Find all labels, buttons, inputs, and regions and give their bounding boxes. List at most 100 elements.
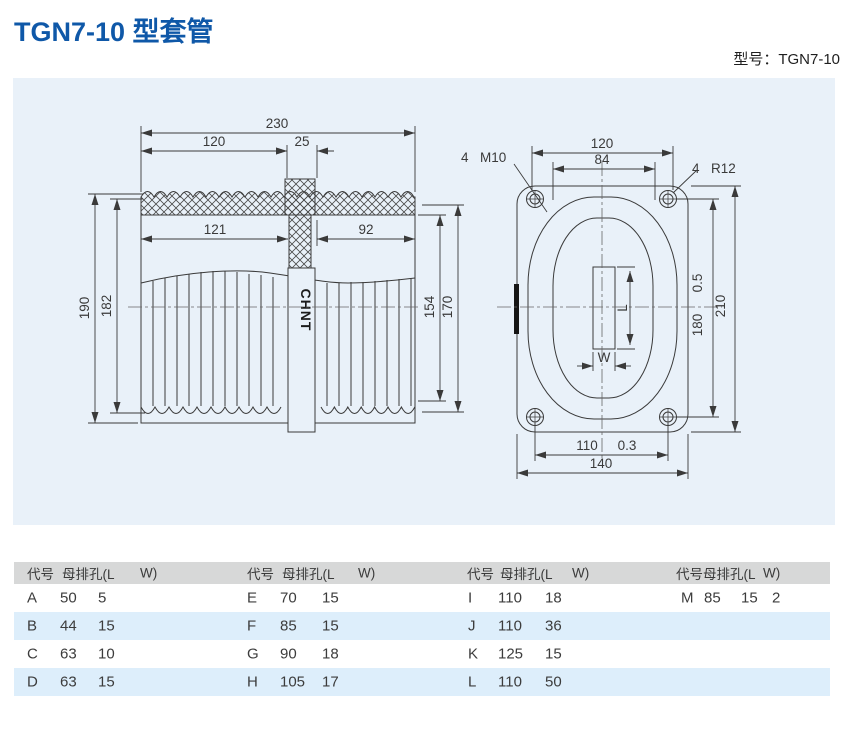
table-cell: E	[247, 589, 258, 607]
table-cell: C	[27, 645, 38, 663]
brand-logo: CHNT	[298, 289, 314, 332]
table-cell: 18	[322, 645, 339, 663]
header-code: 代号	[676, 567, 703, 582]
side-view-drawing: CHNT	[128, 178, 420, 433]
corrugation-left	[140, 405, 282, 414]
side-tab	[514, 284, 519, 334]
table-cell: 15	[322, 617, 339, 635]
r12-qty-label: 4	[692, 161, 700, 176]
technical-drawing-svg: CHNT 230 120	[77, 116, 741, 479]
header-w: W)	[763, 565, 781, 581]
mounting-hole	[659, 190, 677, 208]
table-cell: J	[468, 617, 476, 635]
table-header-row: 代号 母排孔(L W) 代号 母排孔(L W) 代号 母排孔(L W) 代号 母…	[14, 562, 830, 584]
dim-body-height: 182	[99, 295, 114, 318]
table-cell: 2	[772, 589, 781, 607]
model-label: 型号：TGN7-10	[733, 51, 840, 68]
r12-label: R12	[711, 161, 736, 176]
table-cell: 10	[98, 645, 115, 663]
table-cell: 18	[545, 589, 562, 607]
dim-front-total-height: 210	[713, 295, 728, 318]
table-cell: D	[27, 673, 38, 691]
header-hole: 母排孔(L	[500, 567, 553, 582]
table-cell: 15	[98, 617, 115, 635]
dim-slot-width: W	[598, 350, 611, 365]
table-cell: 5	[98, 589, 107, 607]
table-cell: 50	[545, 673, 562, 691]
table-cell: 17	[322, 673, 339, 691]
body-outline	[140, 215, 416, 424]
body-ribs-right	[326, 278, 412, 406]
dim-oval-width: 84	[594, 152, 610, 167]
table-cell: 70	[280, 589, 297, 607]
corrugation-right	[320, 405, 416, 414]
table-cell: 110	[498, 673, 522, 691]
table-cell: I	[468, 589, 473, 607]
drawing-panel: CHNT 230 120	[13, 78, 835, 525]
body-ribs-left	[152, 271, 274, 406]
mounting-hole	[526, 408, 544, 426]
dim-hole-span-h: 110	[576, 438, 598, 453]
table-cell: 90	[280, 645, 297, 663]
dim-front-total-width: 140	[590, 456, 613, 471]
header-code: 代号	[27, 567, 54, 582]
dim-left-width: 120	[203, 134, 226, 149]
table-row: C 63 10 G 90 18 K 125 15	[14, 640, 830, 668]
header-code: 代号	[247, 567, 274, 582]
page-title: TGN7-10 型套管	[14, 17, 214, 47]
table-cell: 85	[280, 617, 297, 635]
front-view-dim-texts: 120 84 4 M10 4 R12 180 0.5 210 110 0.3 1…	[461, 136, 736, 471]
inner-oval	[552, 217, 654, 399]
m10-leader-line	[513, 163, 548, 213]
table-cell: 15	[545, 645, 562, 663]
dim-left-flange: 121	[204, 222, 227, 237]
table-cell: 44	[60, 617, 77, 635]
busbar-hole-table: 代号 母排孔(L W) 代号 母排孔(L W) 代号 母排孔(L W) 代号 母…	[14, 562, 830, 696]
table-cell: B	[27, 617, 38, 635]
conductor-cap	[284, 178, 316, 216]
dim-hole-span-h-tol: 0.3	[618, 438, 637, 453]
dim-total-width: 230	[266, 116, 289, 131]
header-hole: 母排孔(L	[62, 567, 115, 582]
header-code: 代号	[467, 567, 494, 582]
table-cell: G	[247, 645, 259, 663]
r12-leader-line	[672, 169, 698, 194]
m10-label: M10	[480, 150, 506, 165]
table-cell: 63	[60, 645, 77, 663]
table-cell: 15	[322, 589, 339, 607]
dim-slot-length: L	[615, 304, 630, 312]
table-cell: H	[247, 673, 258, 691]
mounting-hole	[659, 408, 677, 426]
body-top-edge	[140, 270, 416, 284]
flange-shed-profile	[140, 191, 416, 216]
outer-oval	[527, 196, 678, 420]
center-column	[287, 267, 316, 433]
conductor-column	[288, 214, 312, 269]
table-cell: 50	[60, 589, 77, 607]
dim-hole-span-v-tol: 0.5	[690, 274, 705, 293]
side-view-dim-texts: 230 120 25 121 92 190 182 154 170	[77, 116, 455, 319]
header-hole: 母排孔(L	[282, 567, 335, 582]
table-cell: 125	[498, 645, 524, 663]
table-cell: L	[468, 673, 477, 691]
table-cell: 105	[280, 673, 306, 691]
dim-total-height: 190	[77, 297, 92, 320]
table-cell: K	[468, 645, 479, 663]
front-view-dimensions	[513, 146, 741, 479]
table-cell: 110	[498, 589, 522, 607]
table-cell: 36	[545, 617, 562, 635]
side-view-dimensions	[88, 126, 464, 424]
dim-right-outer-height: 170	[440, 296, 455, 319]
dim-hole-span-v: 180	[690, 314, 705, 337]
mounting-hole	[526, 190, 544, 208]
table-cell: F	[247, 617, 257, 635]
table-cell: 15	[741, 589, 758, 607]
table-cell: 85	[704, 589, 721, 607]
dim-cap-width: 25	[294, 134, 309, 149]
header-w: W)	[140, 565, 158, 581]
dim-right-inner-height: 154	[422, 295, 437, 318]
dim-top-width: 120	[591, 136, 614, 151]
front-view-drawing	[497, 162, 722, 458]
table-row: B 44 15 F 85 15 J 110 36	[14, 612, 830, 640]
